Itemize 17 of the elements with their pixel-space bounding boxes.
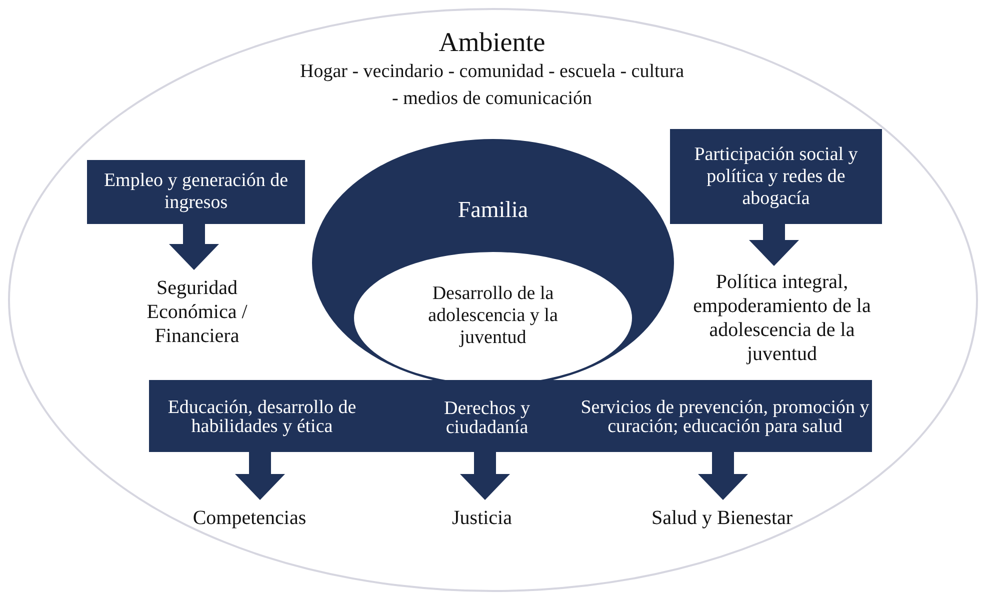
outcome-text: Justicia [422, 502, 542, 534]
input-box: Empleo y generación de ingresos [87, 160, 305, 224]
heading: Ambiente [438, 26, 546, 58]
service-text: Educación, desarrollo de habilidades y ética [164, 384, 360, 450]
block-arrow [169, 222, 219, 270]
family-label: Familia [456, 196, 530, 224]
subheading: Hogar - vecindario - comunidad - escuela - cultura - medios de comunicación [298, 60, 686, 111]
environment-ellipse [8, 8, 978, 592]
outcome-text: Salud y Bienestar [617, 502, 827, 534]
block-arrow [749, 222, 799, 266]
service-text: Servicios de prevención, promoción y curación; educación para salud [580, 384, 870, 450]
outcome-text: Política integral, empoderamiento de la adolescencia de la juventud [674, 268, 890, 368]
bar-shape [149, 380, 872, 452]
outcome-text: Seguridad Económica / Financiera [112, 272, 282, 352]
input-box: Participación social y política y redes de abogacía [670, 129, 882, 224]
outcome-text: Competencias [167, 502, 332, 534]
service-text: Derechos y ciudadanía [407, 386, 567, 450]
